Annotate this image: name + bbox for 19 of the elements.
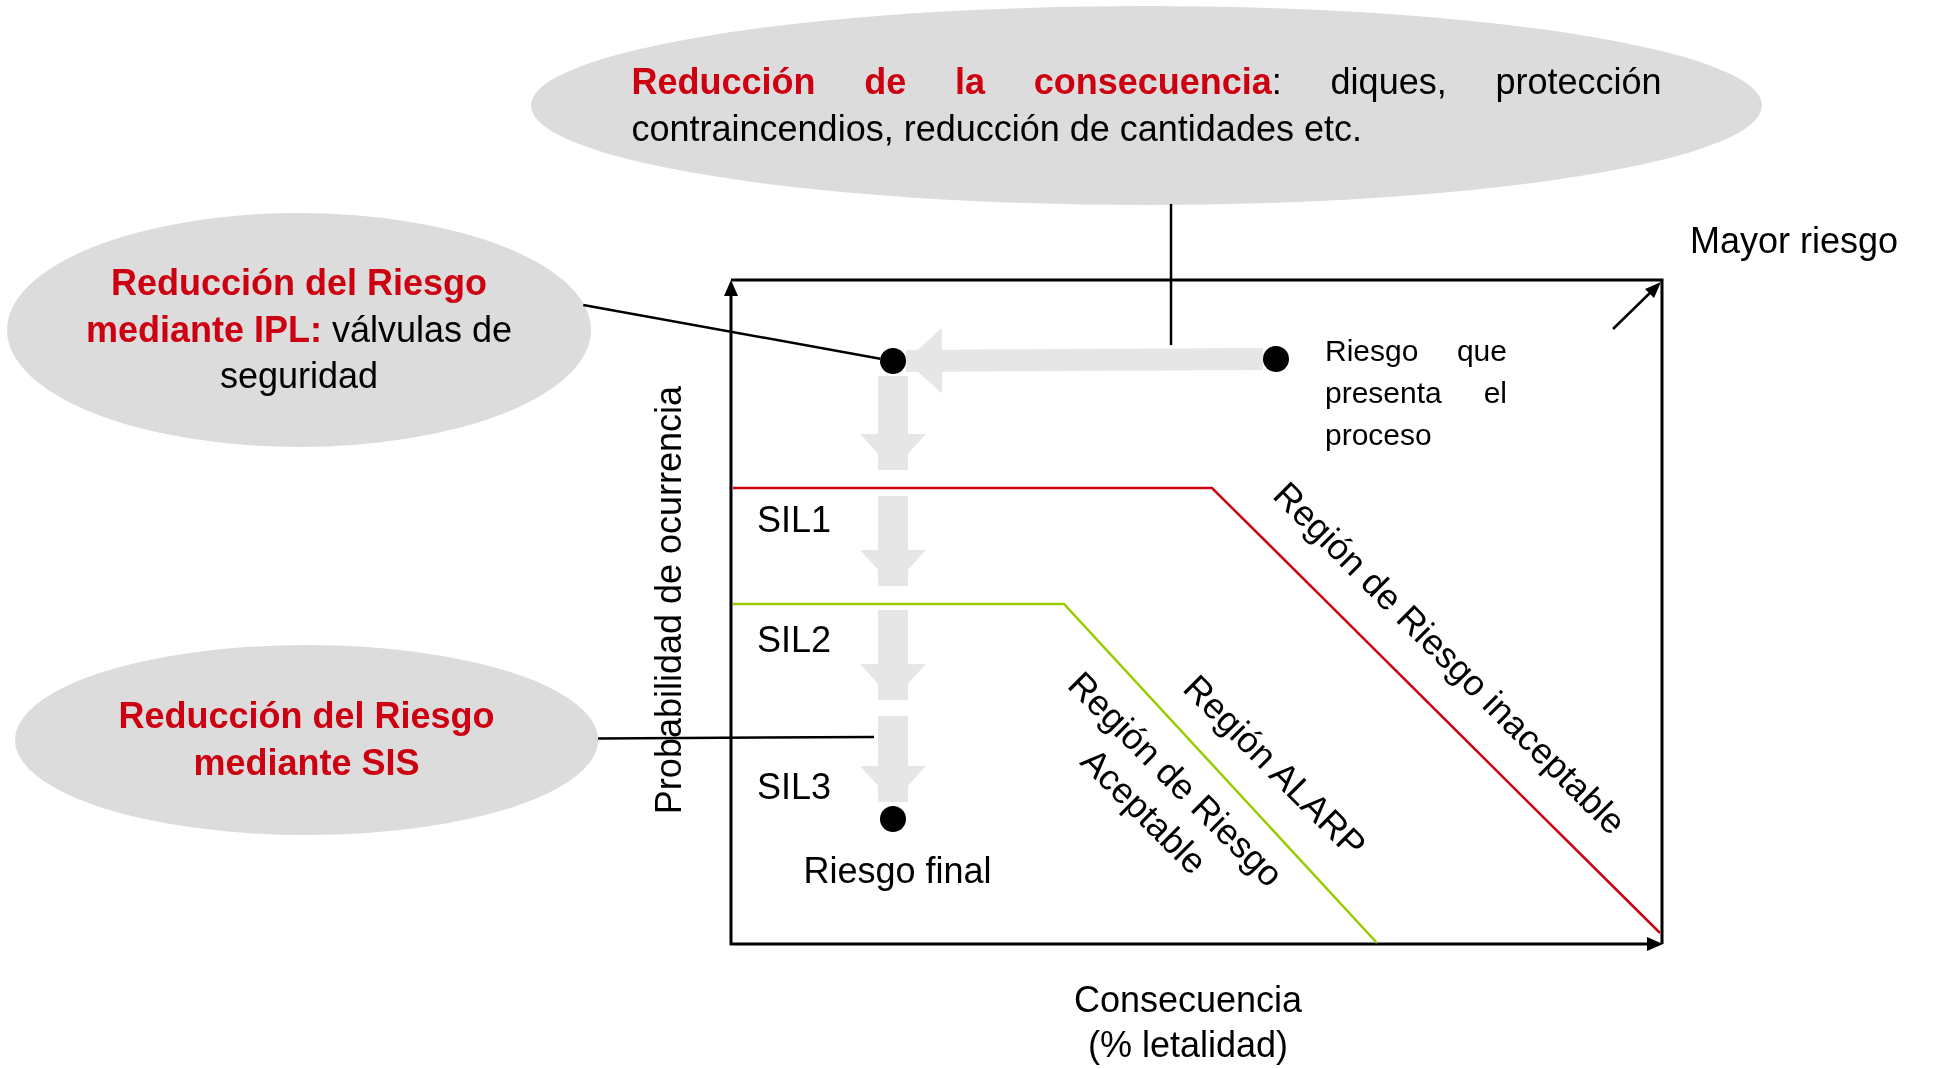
- block-arrow: [860, 376, 926, 802]
- sil-label: SIL1: [757, 498, 832, 542]
- risk-point: [880, 348, 906, 374]
- risk-point: [880, 806, 906, 832]
- callout-text: Reducción de la consecuencia: diques, protección contraincendios, reducción de cantidades etc.: [631, 59, 1662, 151]
- callout-text: Reducción del Riesgo mediante IPL: válvulas de seguridad: [84, 260, 514, 399]
- leader-line: [1169, 203, 1173, 345]
- axis-title: Probabilidad de ocurrencia: [646, 385, 690, 815]
- risk-point: [1263, 346, 1289, 372]
- callout-text: Reducción del Riesgo mediante SIS: [117, 694, 496, 785]
- point-label: Riesgo final: [802, 849, 993, 893]
- leader-line: [583, 303, 881, 360]
- sil-label: SIL2: [757, 618, 832, 662]
- block-arrow: [905, 327, 1264, 394]
- axis-title: Consecuencia (% letalidad): [1072, 978, 1304, 1067]
- point-label: Riesgo que presenta el proceso: [1325, 333, 1507, 453]
- sil-label: SIL3: [757, 765, 832, 809]
- corner-label: Mayor riesgo: [1690, 219, 1899, 263]
- leader-line: [597, 735, 874, 740]
